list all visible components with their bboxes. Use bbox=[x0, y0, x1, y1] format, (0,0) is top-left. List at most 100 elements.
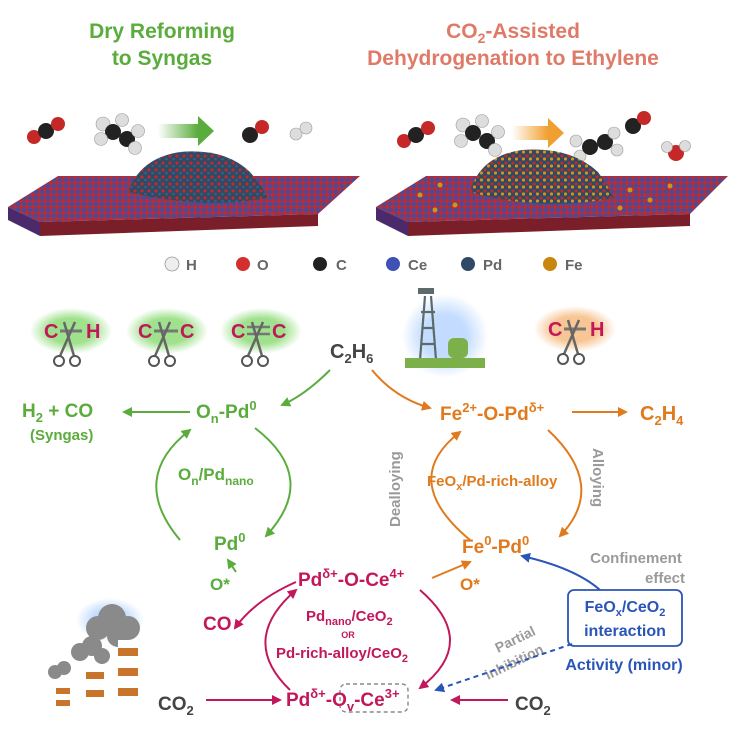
right-product-ethylene-molecule bbox=[569, 126, 624, 163]
legend-label-c: C bbox=[336, 257, 347, 274]
cc-c2: C bbox=[180, 321, 194, 343]
left-reactant-ethane-molecule bbox=[94, 113, 145, 155]
left-reaction-arrow bbox=[158, 124, 198, 138]
right-title-assisted: -Assisted bbox=[485, 20, 580, 43]
legend-label-o: O bbox=[257, 257, 269, 274]
left-reaction-arrowhead bbox=[198, 116, 214, 146]
oil-rig-icon bbox=[402, 288, 488, 378]
ceqc-c1: C bbox=[231, 321, 245, 343]
right-title-co: CO bbox=[446, 20, 478, 43]
arrow-to-fe0 bbox=[431, 560, 472, 579]
ch-cleavage-right: C H bbox=[534, 306, 616, 365]
legend-label-ce: Ce bbox=[408, 257, 427, 274]
alloying-label: Alloying bbox=[589, 448, 606, 507]
feox-ceo2-label: FeOx/CeO2 bbox=[585, 599, 666, 619]
legend-label-pd: Pd bbox=[483, 257, 502, 274]
arrow-to-co bbox=[233, 581, 297, 630]
feox-ceo2-box bbox=[567, 589, 683, 647]
scissors-icon bbox=[148, 321, 176, 367]
on-pdnano-label: On/Pdnano bbox=[178, 465, 254, 488]
oxygen-vacancy-box bbox=[339, 683, 409, 713]
right-catalyst-slab bbox=[376, 149, 728, 236]
legend-item-ce: Ce bbox=[386, 257, 427, 274]
atom-legend: H O C Ce Pd Fe bbox=[164, 256, 583, 274]
pd-ov-ce3-label: Pdδ+-Ov-Ce3+ bbox=[286, 686, 400, 714]
confinement-line1: Confinement bbox=[590, 550, 682, 567]
activity-minor-label: Activity (minor) bbox=[565, 657, 682, 674]
pd0-label: Pd0 bbox=[214, 530, 246, 555]
co-product-label: CO bbox=[203, 614, 232, 635]
c2h4-label: C2H4 bbox=[640, 403, 684, 428]
right-product-co-molecule bbox=[625, 111, 651, 134]
arrow-on-pd0-to-pd0 bbox=[254, 427, 292, 538]
right-reactant-ethane-molecule bbox=[454, 114, 505, 157]
ch-right-c: C bbox=[548, 319, 562, 341]
or-label: OR bbox=[341, 630, 355, 640]
legend-item-fe: Fe bbox=[543, 257, 583, 274]
scissors-icon bbox=[53, 321, 81, 367]
legend-swatch-h bbox=[164, 256, 180, 272]
arrow-alloying bbox=[547, 429, 583, 538]
h2-co-label: H2 + CO bbox=[22, 401, 93, 425]
ch-left-h: H bbox=[86, 321, 100, 343]
arrow-ostar-to-pd0 bbox=[226, 558, 237, 573]
right-title-line2: Dehydrogenation to Ethylene bbox=[367, 47, 659, 70]
left-catalyst-slab bbox=[8, 151, 360, 236]
legend-swatch-ce bbox=[386, 257, 400, 271]
confinement-line2: effect bbox=[645, 570, 685, 587]
right-product-water-molecule bbox=[661, 140, 691, 161]
cc-cleavage: C C bbox=[126, 308, 208, 367]
pd-o-ce4-label: Pdδ+-O-Ce4+ bbox=[298, 566, 405, 591]
left-product-co-molecule bbox=[242, 120, 269, 143]
ceqc-c2: C bbox=[272, 321, 286, 343]
on-pd0-label: On-Pd0 bbox=[196, 398, 257, 426]
legend-swatch-o bbox=[236, 257, 250, 271]
right-title-sub: 2 bbox=[478, 30, 486, 46]
left-product-h2-molecule bbox=[289, 121, 313, 141]
o-star-left: O* bbox=[210, 575, 230, 594]
legend-swatch-pd bbox=[461, 257, 475, 271]
legend-item-c: C bbox=[313, 257, 347, 274]
legend-swatch-c bbox=[313, 257, 327, 271]
co2-right-label: CO2 bbox=[515, 694, 551, 718]
ch-right-h: H bbox=[590, 319, 604, 341]
arrow-partial-inhibition bbox=[434, 643, 573, 693]
left-title-line1: Dry Reforming bbox=[89, 20, 235, 43]
pdnano-ceo2-label: Pdnano/CeO2 bbox=[306, 608, 393, 628]
right-title-line1: CO2-Assisted bbox=[446, 20, 580, 46]
c-eq-c-cleavage: C C bbox=[220, 308, 302, 367]
interaction-label: interaction bbox=[584, 623, 666, 640]
scissors-icon bbox=[557, 319, 585, 365]
cc-c1: C bbox=[138, 321, 152, 343]
arrow-c2h6-to-fe2 bbox=[371, 369, 432, 411]
arrow-dealloying bbox=[430, 430, 471, 541]
legend-label-h: H bbox=[186, 257, 197, 274]
arrow-confinement bbox=[520, 552, 601, 591]
right-reaction-arrow bbox=[512, 126, 548, 140]
legend-item-pd: Pd bbox=[461, 257, 502, 274]
legend-swatch-fe bbox=[543, 257, 557, 271]
arrow-c2h6-to-on-pd0 bbox=[280, 369, 331, 407]
co2-left-label: CO2 bbox=[158, 694, 194, 718]
fe0-pd0-label: Fe0-Pd0 bbox=[462, 533, 529, 558]
left-reactant-co2-molecule bbox=[27, 117, 65, 144]
syngas-label: (Syngas) bbox=[30, 427, 93, 444]
feox-pd-alloy-label: FeOx/Pd-rich-alloy bbox=[427, 473, 558, 493]
o-star-right: O* bbox=[460, 575, 480, 594]
fe2-o-pd-label: Fe2+-O-Pdδ+ bbox=[440, 400, 545, 425]
dealloying-label: Dealloying bbox=[387, 451, 404, 527]
scissors-icon bbox=[241, 321, 269, 367]
ch-cleavage-left: C H bbox=[30, 308, 112, 367]
legend-item-o: O bbox=[236, 257, 269, 274]
factory-icon bbox=[48, 598, 144, 710]
legend-label-fe: Fe bbox=[565, 257, 583, 274]
arrow-ov-to-pdoce4 bbox=[264, 588, 298, 691]
arrow-pd0-to-on-pd0 bbox=[155, 428, 192, 541]
arrow-pdoce4-to-ov bbox=[418, 589, 451, 690]
c2h6-label: C2H6 bbox=[330, 341, 373, 366]
left-title-line2: to Syngas bbox=[112, 47, 212, 70]
right-reaction-arrowhead bbox=[548, 118, 564, 148]
pd-rich-alloy-ceo2-label: Pd-rich-alloy/CeO2 bbox=[276, 645, 408, 665]
right-reactant-co2-molecule bbox=[397, 121, 435, 148]
legend-item-h: H bbox=[164, 256, 197, 274]
